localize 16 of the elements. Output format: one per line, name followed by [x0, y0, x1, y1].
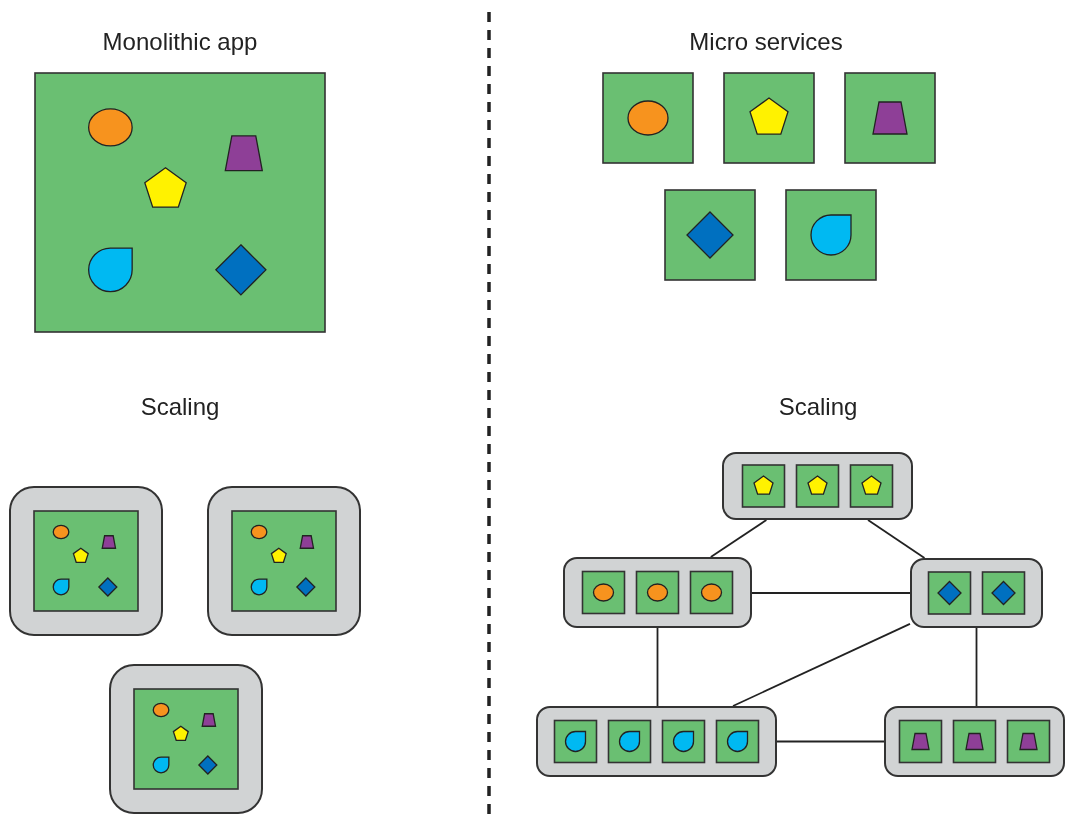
connector-line — [975, 627, 978, 707]
section-heading: Scaling — [778, 393, 858, 421]
server-box — [884, 706, 1065, 777]
section-heading: Micro services — [689, 28, 843, 56]
server-box — [536, 706, 777, 777]
connector-line — [776, 740, 885, 743]
section-heading: Monolithic app — [102, 28, 258, 56]
connector-line — [751, 592, 911, 594]
connector-line — [709, 519, 768, 558]
server-box — [563, 557, 752, 628]
server-box — [910, 558, 1043, 628]
server-box — [722, 452, 913, 520]
connector-line — [732, 623, 911, 707]
connector-line — [867, 519, 926, 559]
section-heading: Scaling — [140, 393, 220, 421]
connector-line — [656, 627, 659, 707]
